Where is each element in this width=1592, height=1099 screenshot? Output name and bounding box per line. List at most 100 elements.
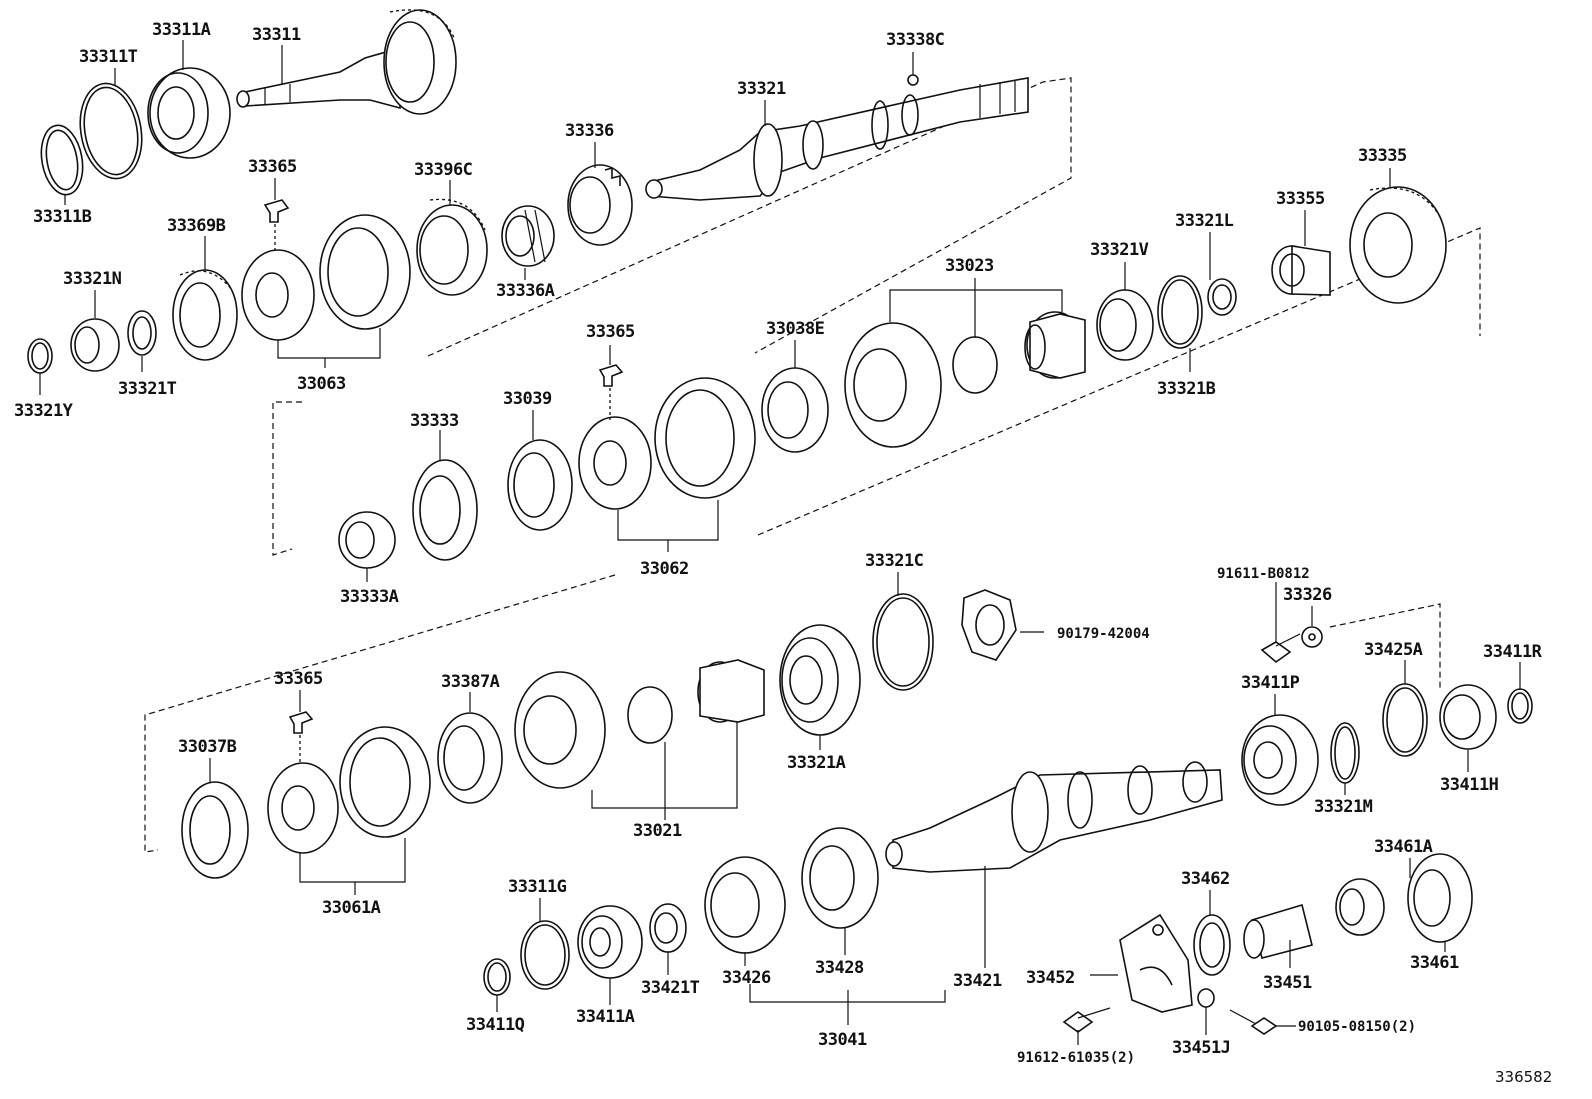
label-33321C: 33321C [865, 551, 923, 571]
part-33411R-snap-ring[interactable] [1507, 688, 1533, 724]
part-33311T-snap-ring[interactable] [73, 79, 149, 184]
part-33396C-synchronizer-ring[interactable] [416, 198, 488, 296]
label-33311G: 33311G [508, 877, 567, 897]
label-33411H: 33411H [1440, 775, 1499, 795]
part-33462-washer[interactable] [1193, 914, 1231, 976]
part-33038E-synchronizer-ring[interactable] [761, 367, 829, 453]
label-33396C: 33396C [414, 160, 472, 180]
label-33311T: 33311T [79, 47, 138, 67]
part-33311-input-shaft[interactable] [236, 9, 457, 115]
part-33023-gear-set[interactable] [844, 311, 1086, 448]
label-33338C: 33338C [886, 30, 944, 50]
label-33333A: 33333A [340, 587, 399, 607]
part-33355-collar[interactable] [1271, 245, 1331, 296]
label-90105-08150: 90105-08150(2) [1298, 1019, 1416, 1035]
part-33425A-snap-ring[interactable] [1382, 683, 1428, 757]
label-90179-42004: 90179-42004 [1057, 626, 1150, 642]
part-33338C-ball[interactable] [907, 74, 919, 86]
part-33369B-synchronizer-ring[interactable] [172, 269, 238, 361]
part-33321-output-shaft[interactable] [645, 77, 1029, 201]
label-91612-61035: 91612-61035(2) [1017, 1050, 1135, 1066]
part-90105-08150-bolt[interactable] [1229, 1009, 1278, 1035]
label-33462: 33462 [1181, 869, 1230, 889]
part-33333-gear[interactable] [412, 459, 478, 561]
part-33452-bracket[interactable] [1119, 913, 1193, 1013]
label-33333: 33333 [410, 411, 459, 431]
label-33411Q: 33411Q [466, 1015, 525, 1035]
label-33311B: 33311B [33, 207, 92, 227]
label-33321B: 33321B [1157, 379, 1216, 399]
label-33321L: 33321L [1175, 211, 1234, 231]
part-33039-synchronizer-ring[interactable] [507, 439, 573, 531]
part-33387A-synchronizer-ring[interactable] [437, 712, 503, 804]
label-33321: 33321 [737, 79, 786, 99]
label-33387A: 33387A [441, 672, 500, 692]
part-33021-gear-set[interactable] [514, 659, 765, 789]
label-33365-middle: 33365 [586, 322, 635, 342]
label-33038E: 33038E [766, 319, 825, 339]
part-33061A-hub-sleeve[interactable] [267, 726, 431, 854]
part-33421T-washer[interactable] [649, 903, 687, 953]
label-33041: 33041 [818, 1030, 867, 1050]
label-33426: 33426 [722, 968, 771, 988]
label-33321T: 33321T [118, 379, 177, 399]
part-33321B-snap-ring[interactable] [1157, 275, 1203, 349]
label-33326: 33326 [1283, 585, 1332, 605]
part-33365-key-bottom[interactable] [288, 711, 314, 765]
label-33321V: 33321V [1090, 240, 1149, 260]
part-33336-gear[interactable] [567, 164, 633, 246]
part-33062-hub-sleeve[interactable] [578, 377, 756, 510]
part-33321C-snap-ring[interactable] [872, 593, 934, 691]
part-33461-gear[interactable] [1407, 853, 1473, 943]
label-33311: 33311 [252, 25, 301, 45]
part-33311B-snap-ring[interactable] [36, 122, 88, 198]
part-33321Y-snap-ring[interactable] [27, 338, 53, 374]
label-33063: 33063 [297, 374, 346, 394]
label-33039: 33039 [503, 389, 552, 409]
part-33336A-needle-bearing[interactable] [501, 205, 555, 267]
part-33426-gear[interactable] [704, 856, 786, 954]
part-33321N-needle-bearing[interactable] [70, 318, 120, 372]
part-33321V-bearing[interactable] [1096, 289, 1154, 361]
diagram-reference-number: 336582 [1495, 1068, 1552, 1086]
part-33411A-bearing[interactable] [577, 905, 643, 979]
label-33425A: 33425A [1364, 640, 1423, 660]
part-33411H-bearing[interactable] [1439, 684, 1497, 750]
part-33321T-washer[interactable] [127, 310, 157, 356]
part-33311G-snap-ring[interactable] [520, 920, 570, 990]
part-33451J-washer[interactable] [1197, 988, 1215, 1008]
part-33311A-bearing[interactable] [147, 67, 231, 159]
part-90179-42004-nut[interactable] [961, 589, 1044, 661]
part-33461A-needle-bearing[interactable] [1335, 878, 1385, 936]
part-33428-gear[interactable] [801, 827, 879, 929]
part-33421-countershaft[interactable] [885, 761, 1223, 873]
part-33411Q-snap-ring[interactable] [483, 958, 511, 996]
label-33451J: 33451J [1172, 1038, 1230, 1058]
label-33321M: 33321M [1314, 797, 1373, 817]
part-33037B-synchronizer-ring[interactable] [181, 781, 249, 879]
label-33321Y: 33321Y [14, 401, 74, 421]
part-33411P-bearing[interactable] [1241, 714, 1319, 806]
part-33365-key-middle[interactable] [598, 364, 624, 420]
label-33037B: 33037B [178, 737, 237, 757]
label-33421: 33421 [953, 971, 1002, 991]
part-33321M-snap-ring[interactable] [1330, 722, 1360, 784]
part-33326-washer[interactable] [1301, 626, 1323, 648]
part-33321L-washer[interactable] [1207, 278, 1237, 316]
part-33365-key-top[interactable] [263, 199, 290, 252]
part-33333A-needle-bearing[interactable] [338, 511, 396, 569]
label-33321N: 33321N [63, 269, 122, 289]
part-33321A-bearing[interactable] [779, 624, 861, 736]
part-91611-B0812-bolt[interactable] [1260, 633, 1301, 664]
label-33311A: 33311A [152, 20, 211, 40]
part-33451-shaft[interactable] [1243, 903, 1313, 959]
label-33355: 33355 [1276, 189, 1325, 209]
part-91612-61035-bolt[interactable] [1062, 1007, 1111, 1033]
label-33023: 33023 [945, 256, 994, 276]
part-33063-hub-sleeve[interactable] [241, 214, 411, 341]
label-33061A: 33061A [322, 898, 381, 918]
label-33452: 33452 [1026, 968, 1075, 988]
label-33411P: 33411P [1241, 673, 1300, 693]
part-33335-gear[interactable] [1349, 186, 1447, 304]
